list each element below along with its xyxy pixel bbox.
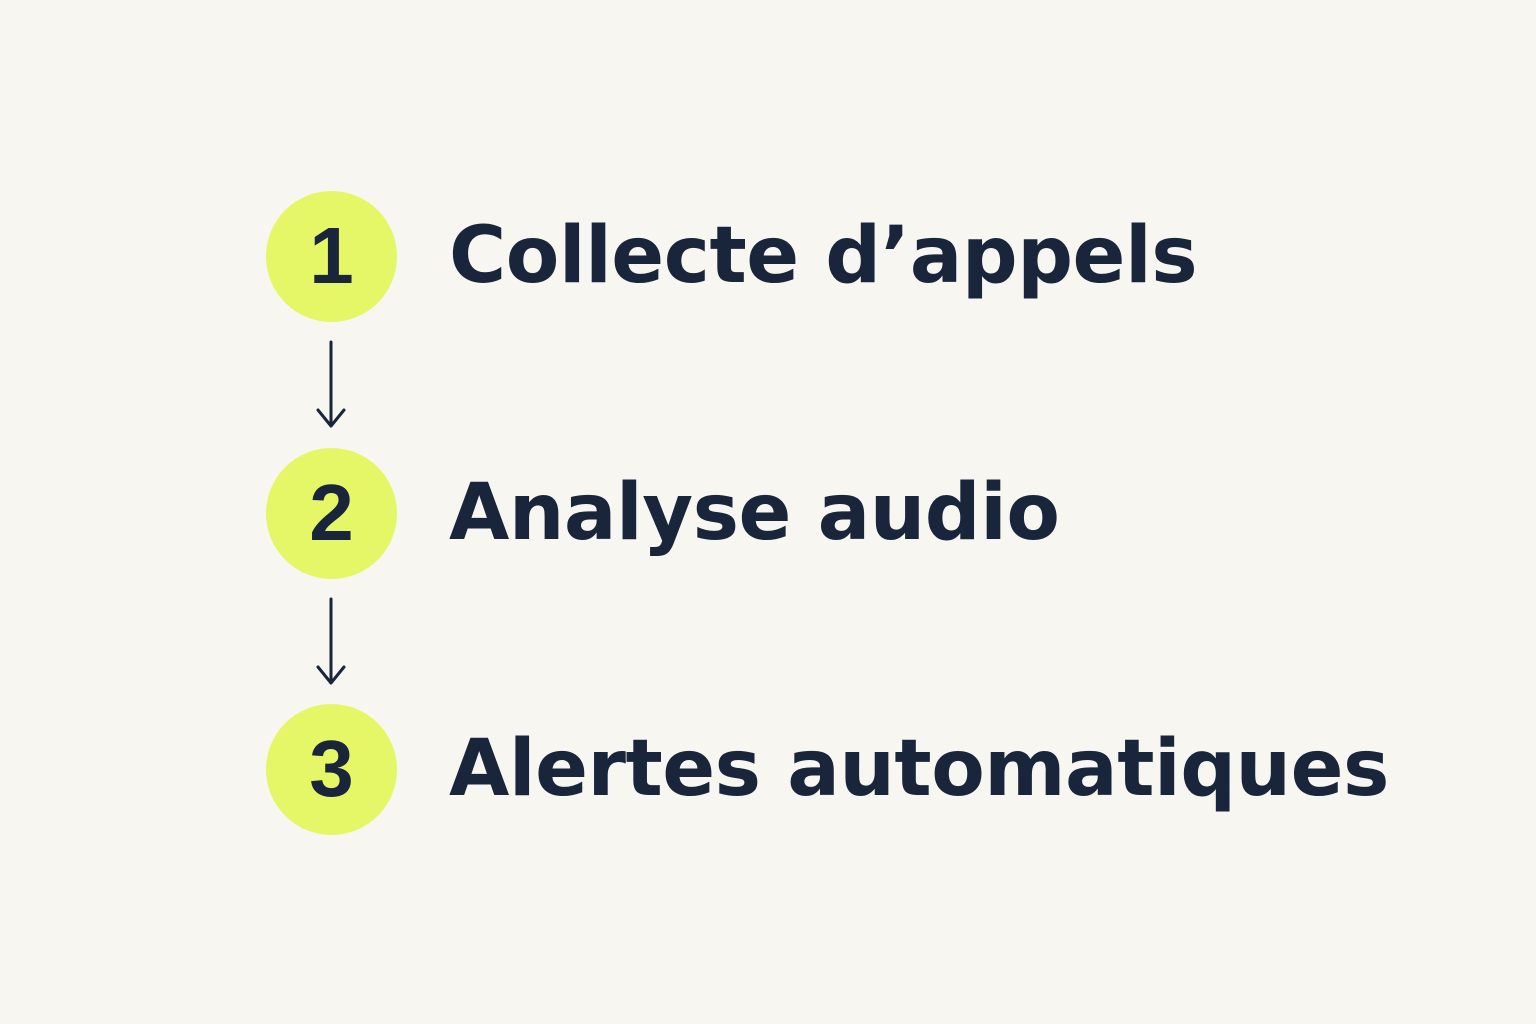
down-arrow-icon [316, 597, 346, 685]
step-label: Analyse audio [449, 468, 1060, 558]
step-3: 3 Alertes automatiques [266, 703, 1389, 835]
step-1: 1 Collecte d’appels [266, 190, 1198, 322]
down-arrow-icon [316, 340, 346, 428]
step-number-badge: 3 [266, 703, 397, 835]
step-label: Alertes automatiques [449, 724, 1389, 814]
step-number-badge: 1 [266, 190, 397, 322]
step-number-badge: 2 [266, 447, 397, 579]
step-label: Collecte d’appels [449, 211, 1198, 301]
step-2: 2 Analyse audio [266, 447, 1060, 579]
